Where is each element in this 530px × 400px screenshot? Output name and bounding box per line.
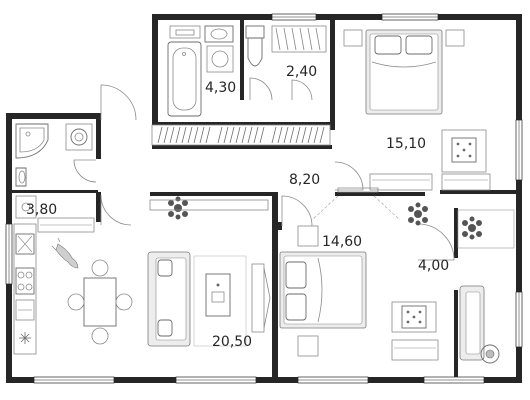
area-label-balcony: 4,00 [418,258,449,274]
hall-marking [311,195,401,221]
area-label-living: 20,50 [212,334,252,350]
coffee-table [205,273,231,317]
desk-bottom [391,301,437,333]
stove [15,267,35,295]
dining-table [83,277,117,327]
area-label-bedroom-bottom: 14,60 [322,234,362,250]
plant-hall [408,202,428,226]
bathtub [167,41,202,117]
sink [15,233,35,255]
interior-walls [12,20,516,377]
wardrobe-strip [151,124,331,146]
balcony-lamp [480,344,500,364]
shower-rail [169,25,201,39]
balcony-furniture [457,209,515,364]
decor-animal [51,237,79,269]
plant-balcony [462,216,482,240]
desk-top [441,129,487,173]
plant-living [168,196,188,220]
area-label-bedroom-top: 15,10 [386,136,426,152]
area-label-hall: 8,20 [289,172,320,188]
washbasin [204,25,234,43]
bathroom-fixtures [167,25,234,117]
kitchen-counter [13,217,95,355]
kitchen-wet-area [15,123,93,219]
doors [73,77,455,261]
dining-set [67,259,133,345]
bedroom-top-furniture [343,29,491,191]
area-label-kitchen-bath: 3,80 [26,202,57,218]
toilet-bowl [247,37,263,67]
toilet-fixtures [245,25,327,67]
area-label-toilet: 2,40 [286,64,317,80]
washing-machine-2 [70,128,88,146]
washing-machine [211,50,229,68]
shower-corner [15,123,49,159]
bedroom-bottom-furniture [279,225,439,361]
area-label-bathroom: 4,30 [205,80,236,96]
living-furniture [147,251,271,347]
dresser-top [369,173,433,191]
tv-unit [251,263,265,333]
window-lines [8,16,520,381]
